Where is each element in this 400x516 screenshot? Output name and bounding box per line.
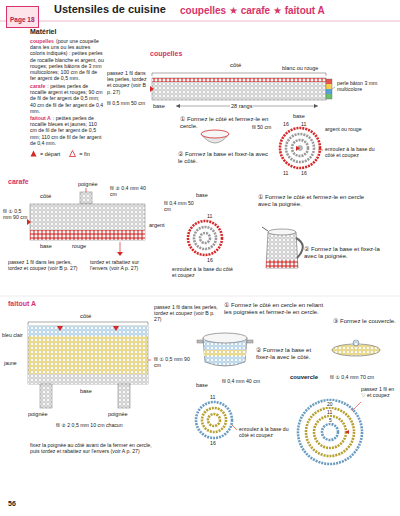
text-label: fil 50 cm bbox=[252, 124, 271, 130]
text-label: 16 bbox=[207, 257, 213, 263]
text-label: ① Formez le côté en cercle en reliant le… bbox=[224, 302, 328, 316]
text-label: carafe bbox=[30, 83, 45, 89]
text-label: 11 bbox=[207, 213, 212, 219]
text-label: couvercle bbox=[290, 374, 318, 381]
text-label: 16 bbox=[301, 170, 307, 176]
text-label: côté bbox=[40, 193, 51, 200]
text-label: passez 1 fil dans les perles, tordez et … bbox=[107, 70, 149, 95]
text-label: fil 0,4 mm 40 cm bbox=[222, 378, 262, 384]
text-label: 16 bbox=[210, 440, 216, 446]
text-label: passez 1 fil en ♡ et coupez bbox=[361, 386, 397, 398]
text-label: coupelles bbox=[150, 50, 182, 58]
text-label: : petites perles de rocaille bleues et j… bbox=[30, 115, 104, 146]
text-label: côté bbox=[230, 62, 241, 69]
text-label: ③ Formez le couvercle. bbox=[333, 318, 397, 325]
text-label: argent bbox=[149, 222, 165, 229]
text-label: ② Formez la base et fixez-la avec le côt… bbox=[256, 347, 326, 361]
text-label: enroulez à la base du côté et coupez bbox=[239, 426, 293, 438]
text-label: base bbox=[196, 192, 208, 199]
text-label: 5 bbox=[328, 417, 333, 423]
text-label: 16 bbox=[283, 121, 289, 127]
text-label: ② Formez la base et fixez-la avec la poi… bbox=[304, 246, 390, 260]
text-label: base bbox=[80, 388, 92, 395]
tag-text: Page 18 bbox=[10, 16, 35, 23]
page-tag: Page 18 bbox=[6, 6, 39, 28]
text-label: base bbox=[293, 113, 305, 120]
text-label: coupelles ★ carafe ★ faitout A bbox=[180, 5, 325, 17]
text-label: ① Formez le côté et fermez-le en cercle … bbox=[258, 194, 372, 208]
legend: = départ = fin bbox=[30, 150, 96, 157]
legend-symbol bbox=[30, 150, 37, 157]
text-label: 11 bbox=[283, 170, 288, 176]
legend-text: = départ bbox=[40, 151, 60, 157]
text-label: carafe bbox=[8, 178, 29, 186]
text-label: rouge bbox=[72, 243, 86, 250]
text-label: 11 bbox=[210, 394, 215, 400]
text-label: faitout A bbox=[30, 115, 51, 121]
text-label: perle bâton 3 mm multicolore bbox=[337, 80, 389, 92]
text-label: fil ① 0,4 mm 70 cm bbox=[330, 374, 374, 380]
text-label: : petites perles de rocaille argent et r… bbox=[30, 83, 104, 114]
text-label: 56 bbox=[8, 500, 16, 508]
text-label: fil ② 0,4 mm 40 cm bbox=[110, 185, 152, 197]
text-label: passez 1 fil dans les perles, tordez et … bbox=[8, 259, 82, 271]
text-label: bleu clair bbox=[2, 332, 27, 338]
legend-text: = fin bbox=[79, 151, 90, 157]
text-label: (pour une coupelle dans les uns ou les a… bbox=[30, 38, 104, 82]
text-label: base bbox=[40, 243, 52, 250]
text-label: fil ① 0,5 mm 90 cm bbox=[154, 356, 194, 368]
legend-symbol bbox=[69, 150, 76, 157]
text-label: ② Formez la base et fixez-la avec le côt… bbox=[178, 151, 272, 165]
text-label: côté bbox=[80, 313, 91, 320]
text-label: base bbox=[196, 382, 208, 389]
text-label: poignée bbox=[78, 181, 98, 188]
text-label: 11 bbox=[301, 121, 306, 127]
text-label: faitout A bbox=[8, 300, 36, 308]
text-label: enroulez à la base du côté et coupez bbox=[172, 266, 238, 278]
text-label: fil ② 2 0,5 mm 10 cm chacun bbox=[56, 422, 132, 428]
text-label: poignée bbox=[28, 411, 48, 418]
text-label: enroulez à la base du côté et coupez bbox=[325, 146, 381, 158]
text-label: coupelles bbox=[30, 38, 54, 44]
text-label: 11 bbox=[326, 409, 333, 415]
page-title: Ustensiles de cuisine bbox=[54, 3, 166, 15]
text-label: fil 0,4 mm 50 cm bbox=[164, 200, 198, 212]
text-label: fil ① 0,5 mm 90 cm bbox=[3, 208, 28, 220]
text-label: base bbox=[153, 103, 165, 110]
text-label: 28 rangs bbox=[230, 103, 253, 110]
text-label: argent ou rouge bbox=[325, 126, 369, 132]
text-label: tordez et rabattez sur l'envers (voir A … bbox=[90, 259, 154, 271]
text-label: passez 1 fil dans les perles, tordez et … bbox=[154, 304, 218, 323]
text-label: blanc ou rouge bbox=[282, 65, 318, 72]
text-label: fixez la poignée au côté avant de la fer… bbox=[30, 442, 162, 454]
text-label: 20 bbox=[326, 401, 334, 407]
text-label: jaune bbox=[4, 360, 17, 366]
text-label: Matériel bbox=[30, 28, 56, 36]
text-label: fil 0,5 mm 50 cm bbox=[107, 100, 149, 106]
text-label: poignée bbox=[108, 411, 128, 418]
